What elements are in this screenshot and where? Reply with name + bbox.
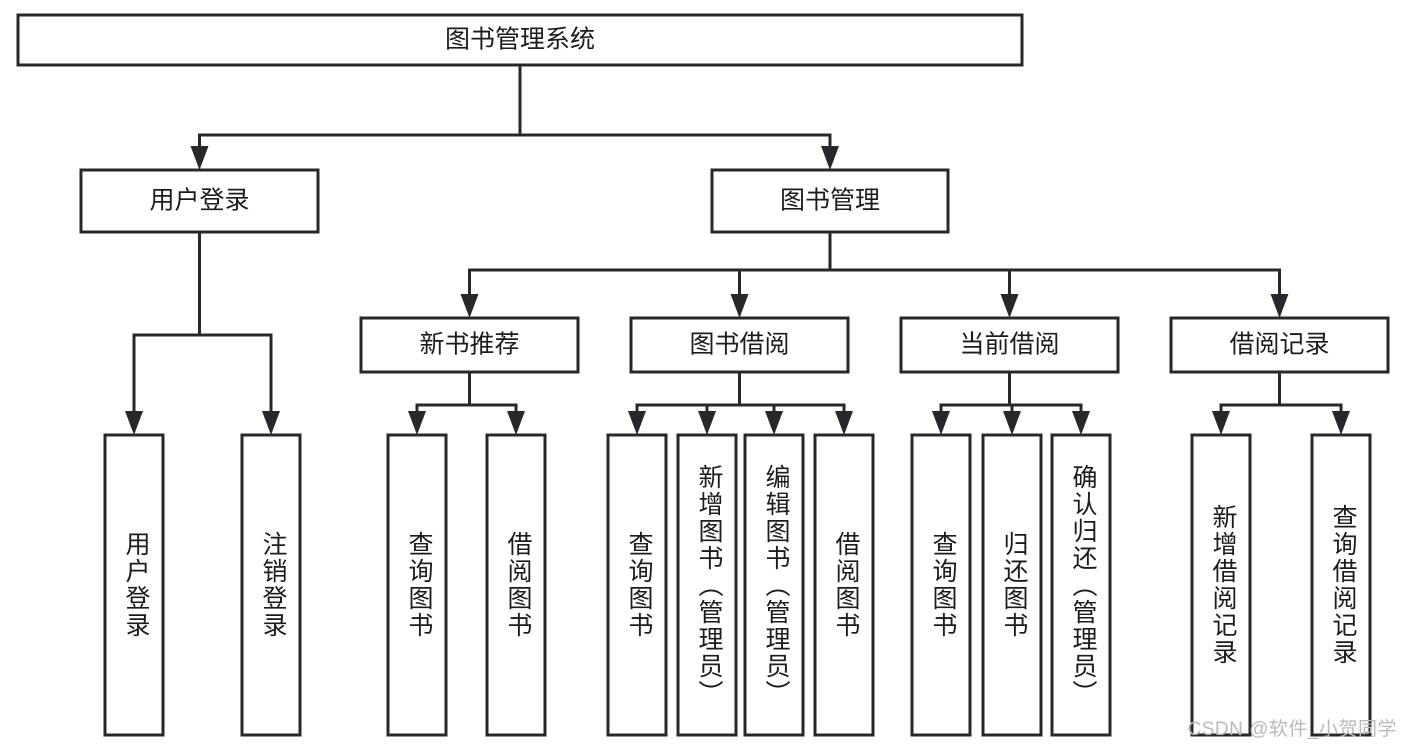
edge-leaf-2-1-head <box>698 411 716 435</box>
node-level3-3-label: 借阅记录 <box>1229 331 1329 359</box>
edge-leaf-1-1-head <box>507 411 525 435</box>
watermark-text: CSDN @软件_小贺同学 <box>1187 719 1397 740</box>
node-leaf-7[interactable] <box>813 433 875 737</box>
edge-leaf-2-3-head <box>835 411 853 435</box>
edge-leaf-2-0-head <box>628 411 646 435</box>
edge-l2-to-l3-1-head <box>730 294 749 318</box>
node-level2-1-label: 图书管理 <box>780 187 880 215</box>
edge-l2-to-l3-0-head <box>460 294 479 318</box>
node-leaf-12[interactable] <box>1310 433 1372 737</box>
edge-leaf-3-0-head <box>932 411 950 435</box>
node-level3-2[interactable] <box>899 316 1120 374</box>
node-leaf-8[interactable] <box>910 433 972 737</box>
edge-leaf-0-0-head <box>125 411 143 435</box>
node-level3-0-label: 新书推荐 <box>419 331 519 359</box>
edge-leaf-3-2-head <box>1072 411 1090 435</box>
node-leaf-9[interactable] <box>981 433 1043 737</box>
edge-l2-to-l3-2-head <box>1000 294 1019 318</box>
node-leaf-0[interactable] <box>103 433 165 737</box>
node-level2-0-label: 用户登录 <box>149 187 249 215</box>
edge-root-to-0-head <box>190 146 209 170</box>
node-leaf-5[interactable] <box>676 433 738 737</box>
edge-l2-to-l3-3-head <box>1270 294 1289 318</box>
edge-leaf-4-0-head <box>1212 411 1230 435</box>
node-level3-3[interactable] <box>1169 316 1390 374</box>
edge-root-to-1-head <box>821 146 839 170</box>
edge-leaf-1-0-head <box>408 411 426 435</box>
node-leaf-1[interactable] <box>240 433 302 737</box>
node-level2-0[interactable] <box>79 168 320 234</box>
node-level3-0[interactable] <box>359 316 580 374</box>
connectors-layer <box>125 63 1350 435</box>
edge-leaf-0-1-head <box>262 411 280 435</box>
node-level2-1[interactable] <box>710 168 950 234</box>
node-leaf-10[interactable] <box>1050 433 1112 737</box>
node-leaf-2[interactable] <box>386 433 448 737</box>
node-root-label: 图书管理系统 <box>445 26 595 54</box>
node-leaf-11[interactable] <box>1190 433 1252 737</box>
node-root[interactable] <box>16 13 1024 67</box>
edge-leaf-3-1-head <box>1003 411 1021 435</box>
node-level3-2-label: 当前借阅 <box>959 331 1059 359</box>
node-level3-1-label: 图书借阅 <box>689 331 789 359</box>
node-leaf-4[interactable] <box>606 433 668 737</box>
node-leaf-6[interactable] <box>743 433 805 737</box>
node-level3-1[interactable] <box>629 316 850 374</box>
edge-leaf-4-1-head <box>1332 411 1350 435</box>
edge-leaf-2-2-head <box>765 411 783 435</box>
node-leaf-3[interactable] <box>485 433 547 737</box>
